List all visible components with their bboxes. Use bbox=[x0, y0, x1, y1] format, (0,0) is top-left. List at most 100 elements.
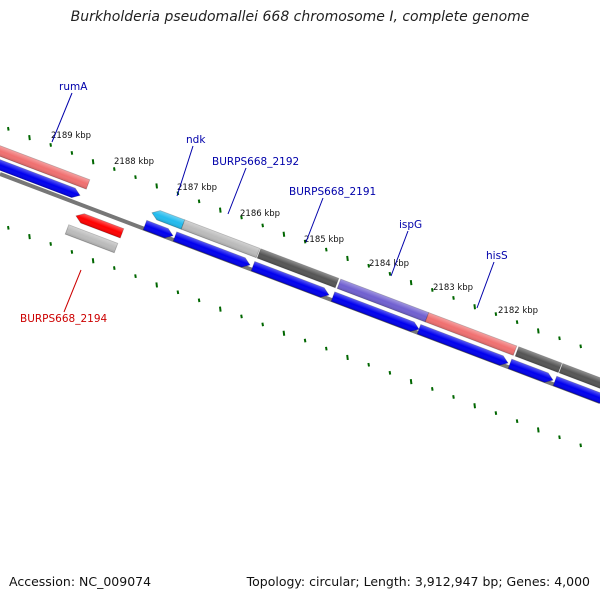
feature-next-shade bbox=[515, 346, 562, 373]
tick-mark bbox=[367, 362, 370, 367]
tick-mark bbox=[325, 247, 328, 252]
cds-2192 bbox=[172, 231, 251, 268]
tick-mark bbox=[70, 250, 74, 254]
cds-ndk-shade bbox=[143, 220, 173, 238]
kbp-label: 2183 kbp bbox=[433, 283, 473, 293]
tick-mark bbox=[558, 435, 561, 440]
tick-mark bbox=[197, 199, 201, 204]
tick-mark bbox=[473, 403, 476, 409]
leader-2192 bbox=[227, 167, 247, 215]
tick-mark bbox=[452, 395, 455, 399]
leader-ndk bbox=[176, 145, 194, 197]
tick-mark bbox=[28, 134, 31, 141]
tick-mark bbox=[409, 378, 413, 385]
tick-mark bbox=[388, 370, 392, 375]
cds-ispG bbox=[330, 291, 420, 332]
leader-2191 bbox=[305, 197, 324, 243]
feature-ispG bbox=[336, 278, 430, 323]
tick-mark bbox=[431, 386, 434, 391]
cds-2192-shade bbox=[173, 231, 251, 268]
tick-mark bbox=[91, 258, 95, 264]
tick-mark bbox=[113, 266, 116, 270]
tick-mark bbox=[240, 314, 243, 319]
tick-mark bbox=[176, 290, 180, 295]
cds-hisS-shade bbox=[417, 324, 509, 366]
feature-2191 bbox=[256, 248, 340, 289]
accession-text: Accession: NC_009074 bbox=[9, 574, 152, 589]
feature-next2-shade bbox=[559, 363, 600, 396]
leader-2194 bbox=[63, 269, 82, 313]
kbp-label: 2189 kbp bbox=[51, 131, 91, 141]
tick-mark bbox=[49, 142, 52, 147]
feature-2192 bbox=[180, 219, 261, 259]
leader-rumA bbox=[51, 92, 73, 143]
tick-mark bbox=[325, 346, 328, 351]
feature-ndk-shade bbox=[152, 210, 185, 230]
tick-mark bbox=[197, 298, 201, 303]
cds-2191 bbox=[250, 260, 330, 298]
feature-next2 bbox=[558, 362, 600, 396]
tick-mark bbox=[219, 306, 222, 312]
cds-rumA-shade bbox=[0, 156, 80, 198]
feature-next bbox=[514, 346, 563, 373]
feature-2194b bbox=[64, 224, 119, 254]
tick-mark bbox=[91, 159, 95, 165]
kbp-labels: 2189 kbp 2188 kbp 2187 kbp 2186 kbp 2185… bbox=[51, 131, 538, 316]
tick-mark bbox=[261, 322, 264, 327]
cds-next2-shade bbox=[553, 376, 600, 408]
label-leaders bbox=[51, 92, 495, 309]
kbp-label: 2184 kbp bbox=[369, 259, 409, 269]
gene-label-2192: BURPS668_2192 bbox=[212, 156, 299, 168]
tick-mark bbox=[134, 175, 137, 180]
kbp-label: 2188 kbp bbox=[114, 157, 154, 167]
tick-mark bbox=[473, 304, 476, 310]
tick-mark bbox=[134, 274, 137, 279]
tick-mark bbox=[240, 215, 243, 220]
kbp-label: 2182 kbp bbox=[498, 306, 538, 316]
tick-mark bbox=[282, 330, 286, 336]
leader-hisS bbox=[476, 261, 495, 309]
tick-mark bbox=[303, 239, 307, 244]
tick-mark bbox=[219, 207, 222, 213]
tick-mark bbox=[113, 167, 116, 171]
topology-text: Topology: circular; Length: 3,912,947 bp… bbox=[246, 574, 590, 589]
tick-mark bbox=[155, 282, 158, 288]
tick-mark bbox=[515, 419, 519, 424]
kbp-label: 2185 kbp bbox=[304, 235, 344, 245]
tick-mark bbox=[7, 126, 10, 131]
tick-mark bbox=[49, 241, 52, 246]
feature-2191-shade bbox=[257, 248, 339, 288]
tick-mark bbox=[537, 427, 540, 433]
gene-label-rumA: rumA bbox=[59, 81, 88, 93]
cds-hisS bbox=[416, 324, 509, 366]
tick-mark bbox=[579, 443, 582, 448]
outer-tick-ring bbox=[7, 126, 582, 349]
gene-label-2191: BURPS668_2191 bbox=[289, 186, 376, 198]
tick-mark bbox=[155, 183, 158, 189]
tick-mark bbox=[282, 231, 286, 237]
tick-mark bbox=[70, 151, 74, 155]
cds-ndk bbox=[142, 219, 174, 239]
tick-mark bbox=[7, 225, 10, 230]
gene-label-2194: BURPS668_2194 bbox=[20, 313, 108, 325]
kbp-label: 2187 kbp bbox=[177, 183, 217, 193]
cds-ispG-shade bbox=[331, 291, 419, 332]
feature-2194b-shade bbox=[65, 224, 118, 253]
feature-2194 bbox=[75, 213, 125, 239]
tick-mark bbox=[303, 338, 307, 343]
cds-rumA bbox=[0, 156, 81, 199]
tick-mark bbox=[346, 255, 349, 262]
cds-next2 bbox=[552, 375, 600, 409]
tick-mark bbox=[579, 344, 582, 349]
cds-next bbox=[507, 358, 554, 383]
leader-ispG bbox=[390, 230, 409, 277]
tick-mark bbox=[346, 354, 349, 361]
tick-mark bbox=[515, 320, 519, 325]
feature-rumA bbox=[0, 142, 91, 190]
tick-mark bbox=[558, 336, 561, 341]
feature-ndk bbox=[151, 210, 186, 230]
tick-mark bbox=[367, 263, 370, 268]
tick-mark bbox=[431, 287, 434, 292]
kbp-label: 2186 kbp bbox=[240, 209, 280, 219]
